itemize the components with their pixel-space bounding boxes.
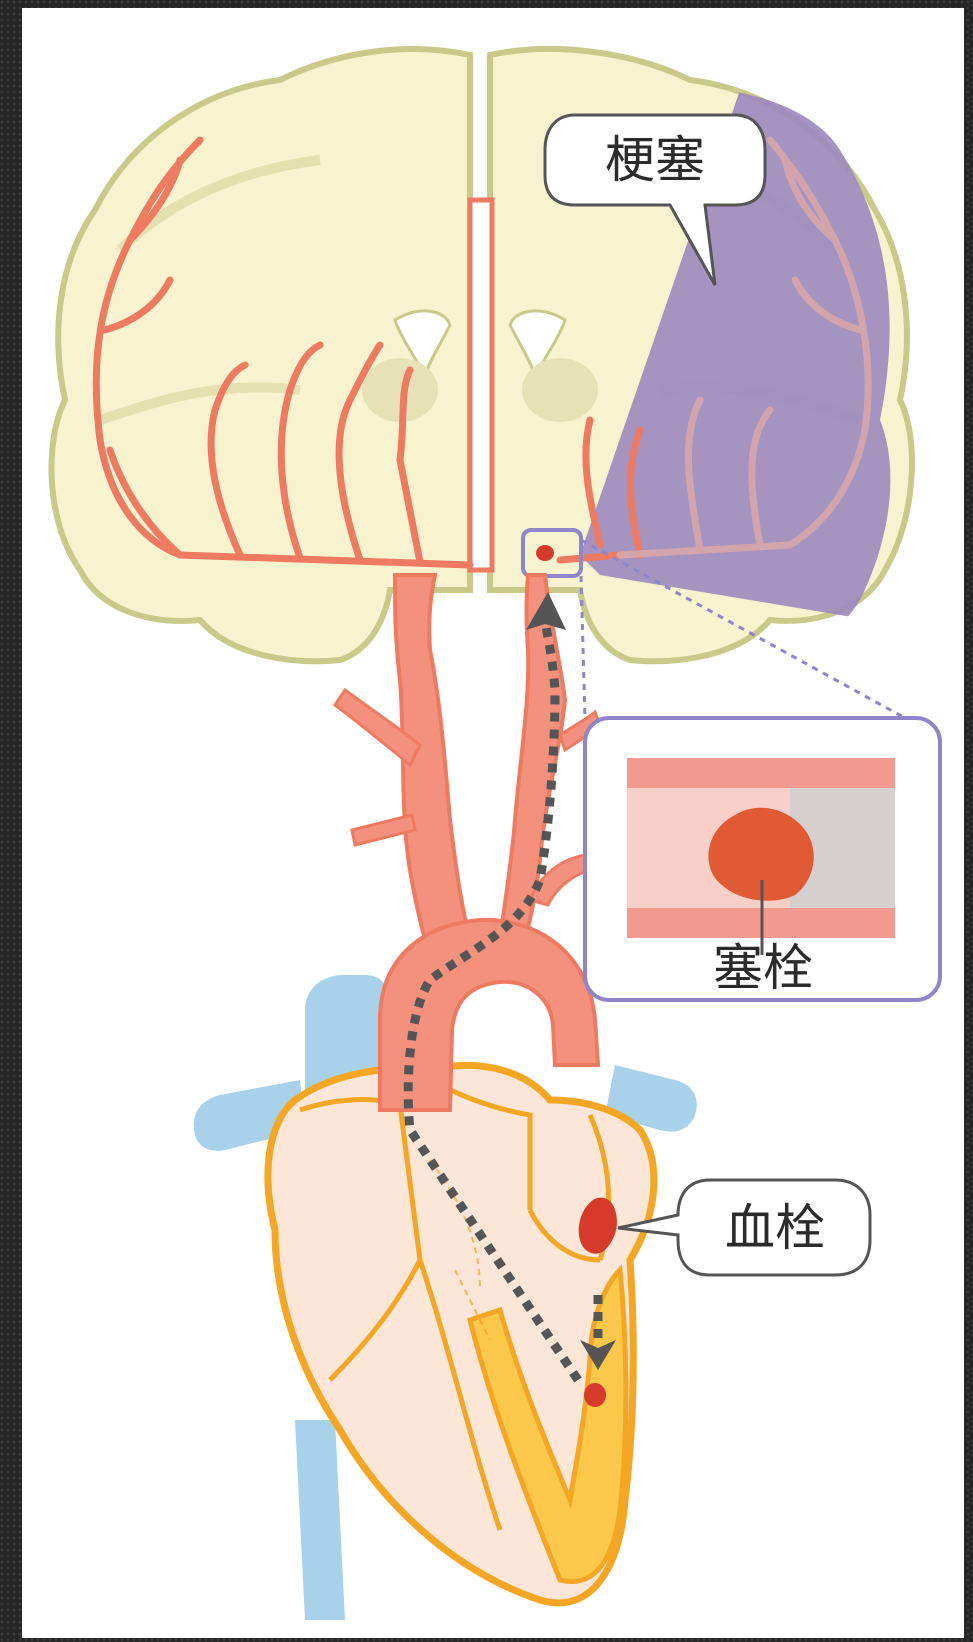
infarction-label: 梗塞 <box>605 131 705 189</box>
lv-clot <box>584 1383 606 1407</box>
occluding-embolus <box>536 545 554 561</box>
left-hemisphere <box>51 49 470 661</box>
inferior-vena-cava <box>295 1420 345 1620</box>
brain <box>51 49 920 718</box>
embolus-label: 塞栓 <box>713 939 813 997</box>
thrombus-label: 血栓 <box>725 1199 825 1257</box>
embolus-zoom-box: 塞栓 <box>585 718 940 1000</box>
